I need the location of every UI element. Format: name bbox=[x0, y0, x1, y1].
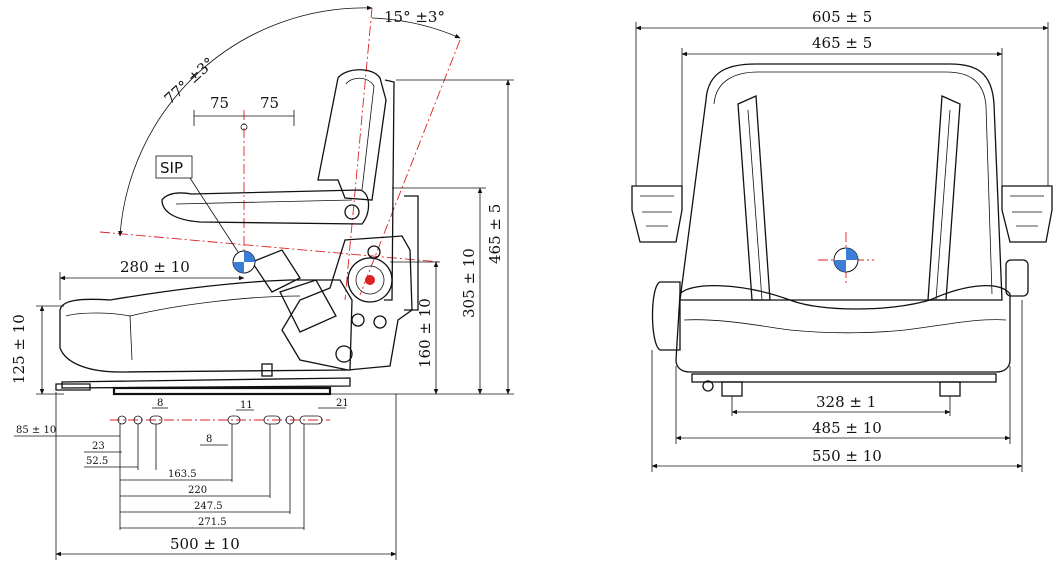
sip-leader bbox=[189, 177, 239, 253]
left-bolster bbox=[737, 95, 771, 301]
sip-offset-left-label: 75 bbox=[210, 94, 229, 112]
sip-offset-center bbox=[240, 123, 248, 131]
left-side-handle bbox=[651, 281, 681, 351]
sip-height-label: 160 ± 10 bbox=[416, 298, 434, 368]
backrest-outline bbox=[317, 69, 387, 201]
front-backrest-outline bbox=[679, 63, 1003, 301]
front-base-rail bbox=[691, 373, 997, 383]
base-width-label: 550 ± 10 bbox=[812, 447, 882, 465]
d23-label: 23 bbox=[92, 441, 105, 452]
left-armrest bbox=[631, 185, 683, 243]
left-bolster-seam bbox=[747, 109, 763, 301]
d85-label: 85 ± 10 bbox=[16, 425, 56, 436]
bolt-top bbox=[367, 245, 381, 259]
recliner-bracket bbox=[281, 235, 413, 371]
sip-marker bbox=[232, 250, 256, 274]
slot-8a-label: 8 bbox=[157, 398, 163, 409]
d52-label: 52.5 bbox=[86, 456, 108, 467]
seat-cushion-outline bbox=[59, 279, 353, 373]
backrest-frame bbox=[384, 79, 395, 301]
side-view: SIP 75 75 77° ±3° 15° ±3° 280 ± 10 125 ±… bbox=[10, 5, 514, 560]
front-view: 605 ± 5 465 ± 5 328 ± 1 485 ± 10 550 ± 1… bbox=[631, 8, 1053, 472]
top-angle-arc bbox=[371, 17, 461, 39]
back-angle-arc bbox=[118, 5, 373, 237]
slot-21-label: 21 bbox=[336, 398, 349, 409]
right-armrest-detail bbox=[1010, 195, 1044, 227]
right-bolster bbox=[927, 95, 961, 301]
front-backrest-inner bbox=[713, 71, 993, 295]
backrest-tilt-limit-line bbox=[359, 39, 461, 296]
slide-handle bbox=[55, 383, 91, 391]
total-depth-label: 500 ± 10 bbox=[170, 535, 240, 553]
belt-anchor bbox=[335, 345, 353, 363]
armrest-inner-line bbox=[175, 199, 353, 205]
slot bbox=[299, 415, 323, 425]
front-cushion-seam bbox=[683, 319, 1007, 334]
slot-8b-label: 8 bbox=[206, 434, 212, 445]
cushion-width-label: 485 ± 10 bbox=[812, 419, 882, 437]
slot bbox=[263, 415, 281, 425]
cushion-height-label: 125 ± 10 bbox=[10, 314, 28, 384]
side-bracket bbox=[404, 195, 419, 311]
front-bolt-left bbox=[702, 380, 714, 392]
seatbelt-buckle-upper bbox=[251, 249, 301, 293]
rail-clip bbox=[261, 363, 273, 377]
seat-reference-line bbox=[99, 231, 441, 263]
slide-rail-lower bbox=[112, 386, 332, 396]
seat-cushion-top-line bbox=[129, 295, 301, 317]
d220-label: 220 bbox=[188, 485, 207, 496]
front-mount-left bbox=[721, 381, 743, 397]
bolt-right bbox=[373, 315, 387, 329]
recliner-disc bbox=[347, 257, 393, 303]
mount-width-label: 328 ± 1 bbox=[816, 393, 876, 411]
slot bbox=[227, 415, 241, 425]
seat-cushion-front-roll bbox=[65, 312, 133, 361]
armrest-pivot bbox=[344, 204, 360, 220]
d163-label: 163.5 bbox=[168, 469, 197, 480]
side-knob bbox=[1005, 259, 1029, 297]
mounting-slots bbox=[117, 415, 323, 425]
d271-label: 271.5 bbox=[198, 517, 227, 528]
sip-offset-right-label: 75 bbox=[260, 94, 279, 112]
backrest-inner-line bbox=[345, 77, 375, 191]
seatbelt-buckle-lower bbox=[279, 279, 337, 333]
right-armrest bbox=[1001, 185, 1053, 243]
slot bbox=[117, 415, 127, 425]
right-bolster-seam bbox=[935, 109, 951, 301]
backrest-tilt-centerline bbox=[344, 7, 373, 301]
armrest-outline bbox=[161, 189, 370, 225]
top-angle-label: 15° ±3° bbox=[384, 8, 445, 26]
slide-rail-upper bbox=[61, 377, 351, 389]
slot-11-label: 11 bbox=[240, 400, 253, 411]
front-sip-marker bbox=[818, 232, 874, 286]
sip-depth-label: 280 ± 10 bbox=[120, 258, 190, 276]
sip-label: SIP bbox=[160, 159, 183, 177]
left-armrest-detail bbox=[640, 195, 674, 227]
sip-label-box bbox=[155, 155, 193, 179]
bolt-left bbox=[351, 313, 365, 327]
recliner-disc-inner bbox=[355, 265, 385, 295]
total-height-label: 465 ± 5 bbox=[486, 204, 504, 264]
front-mount-right bbox=[939, 381, 961, 397]
backrest-height-label: 305 ± 10 bbox=[460, 248, 478, 318]
d247-label: 247.5 bbox=[194, 501, 223, 512]
front-cushion-outline bbox=[675, 284, 1011, 373]
recliner-center bbox=[365, 275, 375, 285]
back-width-label: 465 ± 5 bbox=[812, 34, 872, 52]
arm-width-label: 605 ± 5 bbox=[812, 8, 872, 26]
